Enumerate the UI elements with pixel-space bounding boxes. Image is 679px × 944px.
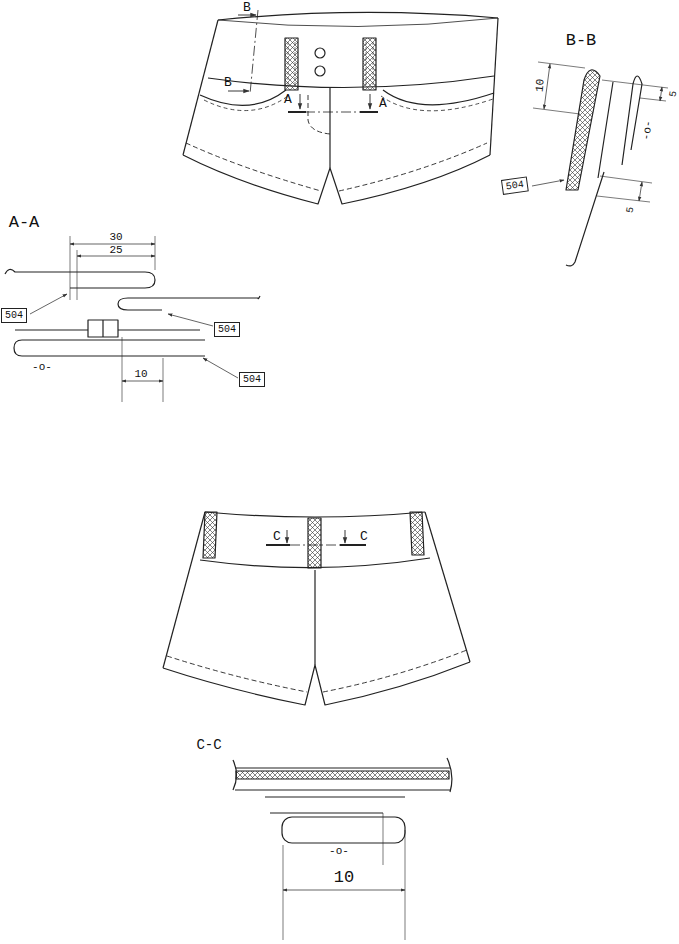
stitch-type-box: 504 — [239, 372, 265, 387]
stitch-type-box: 504 — [1, 308, 27, 323]
section-title: B-B — [565, 32, 598, 49]
section-letter: B — [223, 76, 233, 89]
section-letter: C — [359, 530, 369, 543]
section-letter: B — [242, 1, 252, 14]
section-letter: A — [378, 97, 388, 110]
stitch-type-code: 504 — [5, 310, 23, 321]
dimension-value: 5 — [668, 89, 679, 98]
section-letter: A — [283, 93, 293, 106]
dimension-value: 10 — [133, 369, 148, 380]
dimension-value: 25 — [108, 245, 123, 256]
stitch-type-box: 504 — [501, 176, 529, 194]
dimension-value: 10 — [333, 869, 355, 886]
section-letter: C — [272, 530, 282, 543]
dimension-value: 10 — [535, 77, 548, 93]
stitch-type-code: 504 — [505, 179, 524, 192]
stitch-symbol: -o- — [31, 362, 53, 373]
stitch-symbol: -o- — [641, 118, 655, 141]
dimension-value: 30 — [108, 232, 123, 243]
stitch-type-code: 504 — [218, 324, 236, 335]
section-title: C-C — [195, 738, 222, 752]
stitch-symbol: -o- — [328, 846, 350, 857]
stitch-type-box: 504 — [214, 322, 240, 337]
stitch-type-code: 504 — [243, 374, 261, 385]
dimension-value: 5 — [625, 205, 636, 214]
section-title: A-A — [8, 214, 41, 231]
